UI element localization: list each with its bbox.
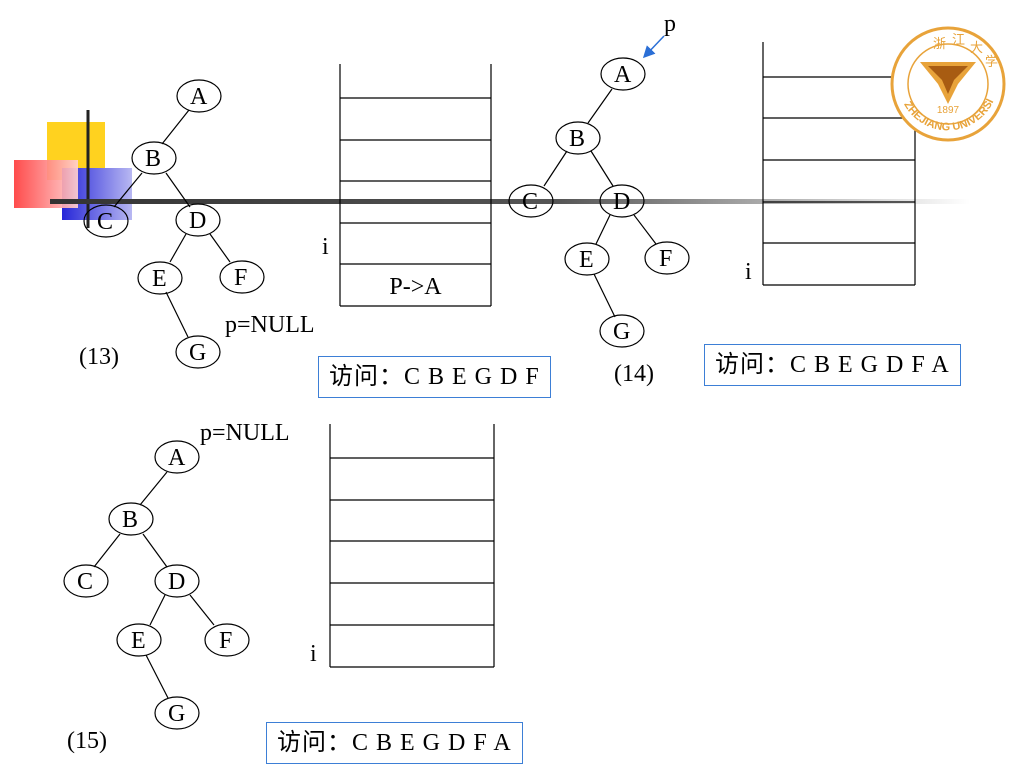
node-label: C	[77, 569, 94, 595]
node-label: A	[190, 84, 208, 110]
node-label: E	[152, 266, 167, 292]
slide-ornament	[14, 110, 970, 228]
seal-glyph: 江	[952, 33, 965, 48]
node-label: A	[168, 445, 186, 471]
stack-index-label: i	[310, 641, 317, 667]
node-label: D	[168, 569, 186, 595]
node-label: E	[131, 628, 146, 654]
pointer-label: p=NULL	[200, 420, 290, 446]
visit-sequence-box: 访问：C B E G D F A	[704, 344, 961, 386]
pointer-label: p	[664, 11, 676, 37]
node-label: F	[234, 265, 248, 291]
tree-15-node-a	[154, 440, 200, 474]
step-caption: (15)	[67, 728, 107, 754]
node-label: A	[614, 62, 632, 88]
tree-15-node-c	[63, 564, 109, 598]
node-label: F	[219, 628, 233, 654]
tree-14-node-g	[599, 314, 645, 348]
seal-glyph: 学	[985, 54, 998, 70]
tree-14-node-a	[600, 57, 646, 91]
step-caption: (14)	[614, 361, 654, 387]
visit-sequence-box: 访问：C B E G D F A	[266, 722, 523, 764]
node-label: G	[613, 319, 631, 345]
node-label: G	[168, 701, 186, 727]
tree-15-node-f	[204, 623, 250, 657]
visit-sequence-box: 访问：C B E G D F	[318, 356, 551, 398]
tree-14-node-d	[599, 184, 645, 218]
tree-13-node-e	[137, 261, 183, 295]
stack-index-label: i	[322, 234, 329, 260]
stack-index-label: i	[745, 259, 752, 285]
tree-15-node-d	[154, 564, 200, 598]
node-label: B	[145, 146, 162, 172]
tree-13-node-f	[219, 260, 265, 294]
tree-14-node-e	[564, 242, 610, 276]
node-label: C	[97, 209, 114, 235]
tree-13-node-a	[176, 79, 222, 113]
stack-14	[762, 42, 916, 286]
node-label: B	[122, 507, 139, 533]
tree-13-node-d	[175, 203, 221, 237]
pointer-label: p=NULL	[225, 312, 315, 338]
tree-14-node-f	[644, 241, 690, 275]
node-label: F	[659, 246, 673, 272]
svg-text:ZHEJIANG UNIVERSITY: ZHEJIANG UNIVERSITY	[0, 0, 996, 134]
tree-15-node-e	[116, 623, 162, 657]
tree-15-node-b	[108, 502, 154, 536]
node-label: G	[189, 340, 207, 366]
tree-14-node-c	[508, 184, 554, 218]
stack-13	[339, 64, 492, 307]
node-label: C	[522, 189, 539, 215]
seal-glyph: 大	[970, 41, 983, 56]
tree-15-node-g	[154, 696, 200, 730]
node-label: D	[613, 189, 631, 215]
tree-13-node-g	[175, 335, 221, 369]
tree-13	[83, 79, 265, 369]
tree-13-node-b	[131, 141, 177, 175]
university-seal: 浙 江 大 学 1897 ZHEJIANG UNIVERSITY	[0, 0, 1006, 142]
tree-15	[63, 440, 250, 730]
seal-name: ZHEJIANG UNIVERSITY	[0, 0, 996, 134]
step-caption: (13)	[79, 344, 119, 370]
pointer-arrow-icon	[642, 35, 665, 59]
node-label: B	[569, 126, 586, 152]
seal-glyph: 浙	[933, 37, 946, 52]
stack-15	[329, 424, 495, 668]
tree-14	[508, 35, 690, 348]
node-label: E	[579, 247, 594, 273]
stack-cell: P->A	[389, 274, 442, 300]
tree-14-node-b	[555, 121, 601, 155]
node-label: D	[189, 208, 207, 234]
tree-13-node-c	[83, 204, 129, 238]
seal-year: 1897	[937, 105, 960, 116]
